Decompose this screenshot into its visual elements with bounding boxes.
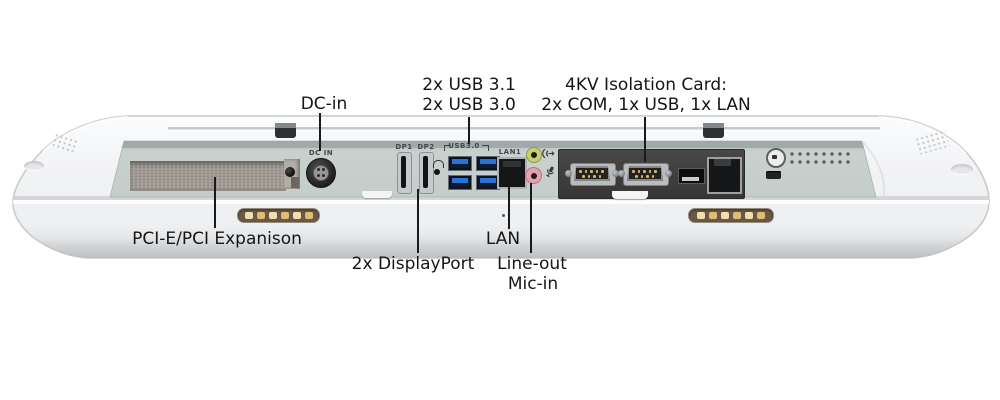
dp2-silkscreen: DP2 <box>417 143 435 151</box>
com-port-1 <box>565 162 619 186</box>
callout-displayport: 2x DisplayPort <box>351 254 475 274</box>
leader-line-isolation-card <box>644 117 646 162</box>
security-lock-slot <box>766 171 781 179</box>
callout-mic-in: Mic-in <box>507 274 559 294</box>
usb3-port <box>448 175 472 190</box>
lan1-silkscreen: LAN1 <box>498 148 522 156</box>
lan-port <box>497 157 527 189</box>
headset-icon <box>433 160 444 168</box>
callout-isolation-card: 4KV Isolation Card: 2x COM, 1x USB, 1x L… <box>541 75 750 115</box>
power-icon <box>772 154 777 159</box>
headset-button <box>434 169 440 175</box>
displayport-1 <box>397 152 412 194</box>
dc-in-silkscreen: DC IN <box>308 149 334 157</box>
pci-bracket-screw <box>285 167 295 177</box>
usb30-silkscreen: USB3.0 <box>448 142 480 150</box>
pci-bracket-notch <box>291 177 299 188</box>
callout-isolation-line2: 2x COM, 1x USB, 1x LAN <box>541 95 751 115</box>
mount-clip-right <box>703 123 724 138</box>
vent-holes <box>786 148 850 164</box>
dc-connector-pins <box>313 165 329 181</box>
pci-expansion-slot-cover <box>130 161 286 191</box>
callout-lan: LAN <box>485 229 521 249</box>
mic-in-jack <box>525 167 542 184</box>
line-out-jack <box>526 147 542 163</box>
displayport-2 <box>419 152 434 194</box>
callout-usb: 2x USB 3.1 2x USB 3.0 <box>422 75 516 115</box>
power-button <box>766 148 786 168</box>
callout-line-out: Line-out <box>497 254 567 274</box>
end-dimple-right <box>951 164 973 175</box>
callout-dc-in: DC-in <box>300 94 348 114</box>
leader-line-dc-in <box>319 113 321 151</box>
callout-usb-line1: 2x USB 3.1 <box>422 75 516 95</box>
line-out-icon <box>542 148 555 159</box>
mount-clip-left <box>275 123 296 138</box>
callout-pci-expansion: PCI-E/PCI Expanison <box>132 229 302 249</box>
panel-tab-right <box>612 191 648 199</box>
leader-line-usb <box>468 117 470 144</box>
panel-tab-left <box>362 191 392 198</box>
callout-usb-line2: 2x USB 3.0 <box>422 95 516 115</box>
com-port-2 <box>618 162 672 186</box>
leader-line-pci <box>214 177 216 228</box>
dp1-silkscreen: DP1 <box>395 143 413 151</box>
end-dimple-left <box>24 161 44 171</box>
leader-line-displayport <box>417 189 419 253</box>
mic-in-icon <box>546 166 554 178</box>
isolated-usb-port <box>678 168 705 184</box>
usb30-bracket-right <box>482 145 489 151</box>
led-strip-right <box>688 208 774 223</box>
leader-line-lan <box>508 187 510 229</box>
usb3-port <box>448 156 472 171</box>
usb30-bracket-left <box>444 145 451 151</box>
isolated-lan-port <box>707 157 742 194</box>
led-strip-left <box>237 208 320 223</box>
leader-line-audio <box>530 183 532 253</box>
callout-isolation-line1: 4KV Isolation Card: <box>565 75 727 95</box>
case-hole <box>502 214 505 217</box>
